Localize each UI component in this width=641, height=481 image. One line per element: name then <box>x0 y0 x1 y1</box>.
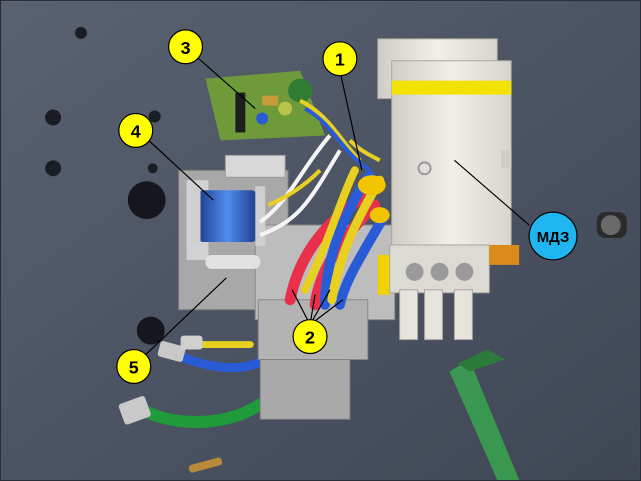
green-wire <box>134 398 267 428</box>
callout-5: 5 <box>116 348 152 385</box>
breaker-module <box>377 38 520 341</box>
pcb-board <box>205 70 325 141</box>
callout-2-label: 2 <box>305 328 315 348</box>
callout-mdz: МДЗ <box>528 211 578 261</box>
callout-2: 2 <box>292 319 328 355</box>
coil <box>190 186 266 269</box>
callout-mdz-label: МДЗ <box>537 229 570 246</box>
callout-3-label: 3 <box>181 38 191 58</box>
callout-1-label: 1 <box>335 50 345 70</box>
callout-5-label: 5 <box>129 357 139 377</box>
callout-4-label: 4 <box>131 121 141 141</box>
screwdriver-handle <box>449 349 520 480</box>
callout-1: 1 <box>322 41 358 77</box>
callout-4: 4 <box>118 112 154 148</box>
callout-3: 3 <box>168 29 204 65</box>
panel-holes <box>45 26 166 345</box>
screw-head <box>600 215 621 236</box>
